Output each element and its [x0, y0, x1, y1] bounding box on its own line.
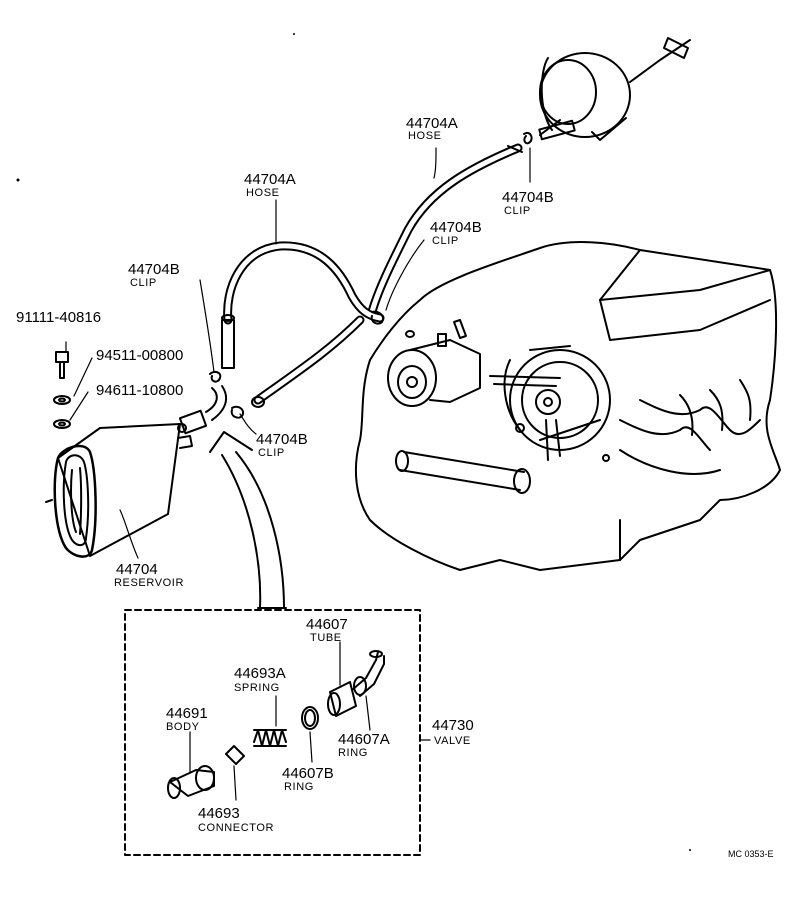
speck-marks — [16, 33, 691, 851]
vacuum-pump — [387, 319, 481, 407]
hose-mid-name: HOSE — [246, 187, 280, 199]
clip-top-number: 44704B — [502, 189, 554, 206]
tube-number: 44607 — [306, 616, 348, 633]
washer-2-number: 94611-10800 — [96, 382, 184, 399]
ring-a-part — [353, 676, 367, 696]
clip-left-number: 44704B — [128, 261, 180, 278]
alternator — [489, 345, 611, 462]
connector-part — [225, 745, 245, 765]
ring-a-name: RING — [338, 747, 368, 759]
clip-mid-name: CLIP — [432, 235, 459, 247]
engine-block — [354, 241, 781, 571]
spring-name: SPRING — [234, 682, 280, 694]
hose-upper-name: HOSE — [408, 130, 442, 142]
clip-mid-number: 44704B — [430, 219, 482, 236]
hose-mid-number: 44704A — [244, 171, 296, 188]
tube-part — [327, 650, 385, 717]
reservoir-name: RESERVOIR — [114, 577, 184, 589]
clip-left-name: CLIP — [130, 277, 157, 289]
bolt-part — [55, 351, 69, 379]
elbow-fitting — [177, 385, 228, 435]
clip-top-part — [523, 132, 533, 145]
reservoir-part — [45, 423, 193, 558]
reservoir-number: 44704 — [116, 561, 158, 578]
ring-b-number: 44607B — [282, 765, 334, 782]
washer-2-part — [53, 419, 71, 429]
clip-mid-part — [370, 310, 384, 325]
hose-upper-number: 44704A — [406, 115, 458, 132]
hose-mid — [221, 241, 385, 408]
body-name: BODY — [166, 721, 200, 733]
washer-1-number: 94511-00800 — [96, 347, 184, 364]
body-part — [167, 765, 215, 799]
spring-number: 44693A — [234, 665, 286, 682]
ring-b-name: RING — [284, 781, 314, 793]
bolt-number: 91111-40816 — [16, 309, 102, 326]
valve-pointer-arrow — [209, 431, 287, 609]
hose-upper — [367, 143, 523, 317]
spring-part — [253, 729, 287, 747]
body-number: 44691 — [166, 705, 208, 722]
clip-lower-number: 44704B — [256, 431, 308, 448]
ring-a-number: 44607A — [338, 731, 390, 748]
brake-booster — [538, 37, 691, 141]
clip-lower-name: CLIP — [258, 447, 285, 459]
valve-name: VALVE — [434, 735, 471, 747]
connector-name: CONNECTOR — [198, 822, 275, 834]
clip-left-part — [209, 370, 222, 383]
leader-lines — [65, 147, 531, 801]
tube-name: TUBE — [310, 632, 342, 644]
figure-code: MC 0353-E — [728, 849, 774, 859]
connector-number: 44693 — [198, 805, 240, 822]
washer-1-part — [53, 395, 71, 405]
valve-number: 44730 — [432, 717, 474, 734]
clip-top-name: CLIP — [504, 205, 531, 217]
ring-b-part — [301, 706, 319, 730]
